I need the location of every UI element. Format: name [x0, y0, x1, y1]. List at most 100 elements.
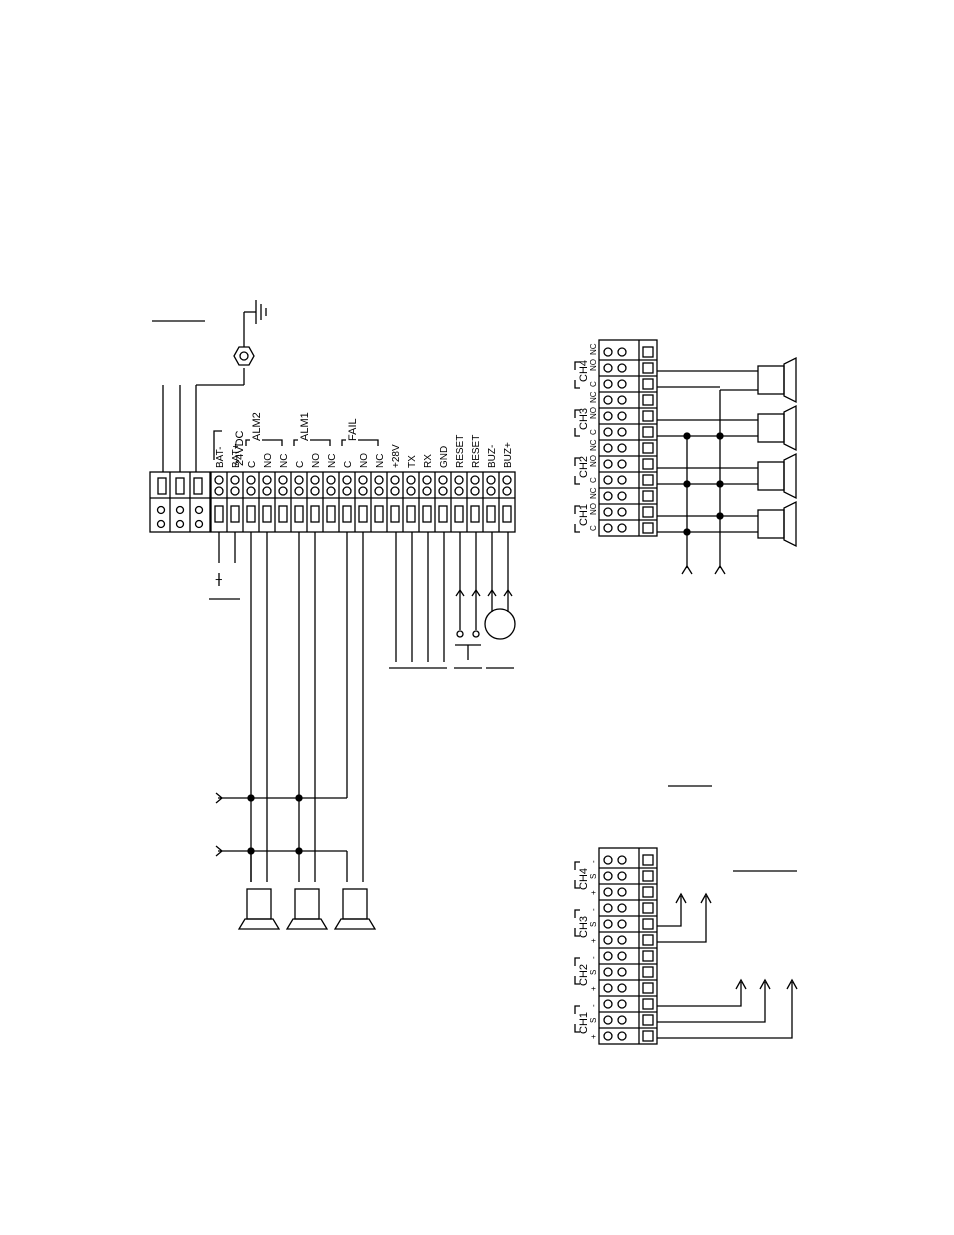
pin-label: + [589, 1034, 598, 1039]
terminal-screw-icon [617, 363, 627, 373]
terminal-screw-icon [246, 475, 256, 485]
terminal-screw-icon [603, 1015, 613, 1025]
strip-body [598, 847, 658, 1045]
terminal-screw-icon [603, 395, 613, 405]
terminal-clamp-icon [642, 378, 654, 390]
terminal-screw-icon [502, 475, 512, 485]
terminal-screw-icon [603, 427, 613, 437]
terminal-clamp-icon [642, 902, 654, 914]
pin-label: NO [589, 359, 598, 371]
terminal-clamp-icon [642, 394, 654, 406]
terminal-screw-icon [342, 475, 352, 485]
terminal-clamp-icon [390, 505, 400, 523]
terminal-screw-icon [603, 951, 613, 961]
terminal-clamp-icon [642, 1030, 654, 1042]
terminal-clamp-icon [642, 950, 654, 962]
terminal-screw-icon [603, 411, 613, 421]
battery-minus-sign: − [215, 572, 223, 587]
group-label-fail: FAIL [347, 418, 359, 441]
channel-label-ch2: CH2 [578, 964, 590, 986]
terminal-clamp-icon [294, 505, 304, 523]
terminal-screw-icon [406, 486, 416, 496]
pin-label: NC [589, 487, 598, 499]
main-terminal-board [149, 300, 516, 930]
reset-pushbutton-icon [455, 630, 481, 660]
terminal-screw-icon [230, 475, 240, 485]
terminal-screw-icon [603, 983, 613, 993]
terminal-screw-icon [486, 486, 496, 496]
channel-label-ch4: CH4 [578, 868, 590, 890]
terminal-screw-icon [603, 363, 613, 373]
terminal-screw-icon [294, 486, 304, 496]
terminal-screw-icon [603, 459, 613, 469]
strip-body [598, 339, 658, 537]
terminal-screw-icon [603, 903, 613, 913]
terminal-screw-icon [603, 999, 613, 1009]
terminal-screw-icon [390, 486, 400, 496]
terminal-screw-icon [617, 887, 627, 897]
terminal-screw-icon [603, 523, 613, 533]
terminal-clamp-icon [642, 998, 654, 1010]
pin-label: - [589, 956, 598, 959]
pin-label: C [589, 429, 598, 435]
terminal-screw-icon [294, 475, 304, 485]
terminal-screw-icon [390, 475, 400, 485]
channel-label-ch2: CH2 [578, 456, 590, 478]
fuse-holder-icon [233, 346, 255, 366]
terminal-screw-icon [617, 983, 627, 993]
terminal-screw-icon [617, 347, 627, 357]
terminal-clamp-icon [342, 505, 352, 523]
terminal-label-alm2-no: NO [263, 453, 274, 468]
terminal-screw-icon [470, 475, 480, 485]
terminal-screw-icon [358, 475, 368, 485]
terminal-screw-icon [358, 486, 368, 496]
terminal-screw-icon [278, 486, 288, 496]
terminal-screw-icon [617, 379, 627, 389]
terminal-label-fail-c: C [343, 461, 354, 468]
terminal-clamp-icon [278, 505, 288, 523]
terminal-label-alm1-nc: NC [327, 454, 338, 468]
pin-label: NC [589, 343, 598, 355]
terminal-clamp-icon [214, 505, 224, 523]
terminal-screw-icon [502, 486, 512, 496]
terminal-screw-icon [617, 491, 627, 501]
pin-label: + [589, 986, 598, 991]
channel-label-ch4: CH4 [578, 360, 590, 382]
terminal-clamp-icon [642, 886, 654, 898]
channel-label-ch1: CH1 [578, 1012, 590, 1034]
input-board [574, 847, 798, 1045]
pin-label: NO [589, 503, 598, 515]
terminal-clamp-icon [642, 522, 654, 534]
terminal-screw-icon [617, 903, 627, 913]
channel-label-ch3: CH3 [578, 916, 590, 938]
horn-icon [757, 500, 797, 548]
terminal-screw-icon [342, 486, 352, 496]
terminal-screw-icon [617, 935, 627, 945]
group-label-alm2: ALM2 [251, 412, 263, 441]
terminal-clamp-icon [642, 982, 654, 994]
terminal-label-tx: TX [407, 455, 418, 468]
terminal-screw-icon [326, 475, 336, 485]
terminal-screw-icon [603, 871, 613, 881]
terminal-label-fail-no: NO [359, 453, 370, 468]
terminal-screw-icon [278, 475, 288, 485]
terminal-label-rx: RX [423, 454, 434, 468]
terminal-screw-icon [603, 491, 613, 501]
terminal-screw-icon [486, 475, 496, 485]
pin-label: NO [589, 407, 598, 419]
terminal-screw-icon [617, 411, 627, 421]
terminal-screw-icon [617, 523, 627, 533]
terminal-screw-icon [603, 935, 613, 945]
terminal-label-reset-2: RESET [471, 435, 482, 468]
horn-icon [757, 356, 797, 404]
main-terminal-strip [210, 471, 516, 533]
terminal-clamp-icon [642, 426, 654, 438]
terminal-label-reset-1: RESET [455, 435, 466, 468]
terminal-label-buz-neg: BUZ- [487, 445, 498, 468]
horn-icon [285, 888, 329, 930]
terminal-clamp-icon [642, 966, 654, 978]
group-label-alm1: ALM1 [299, 412, 311, 441]
pin-label: C [589, 477, 598, 483]
